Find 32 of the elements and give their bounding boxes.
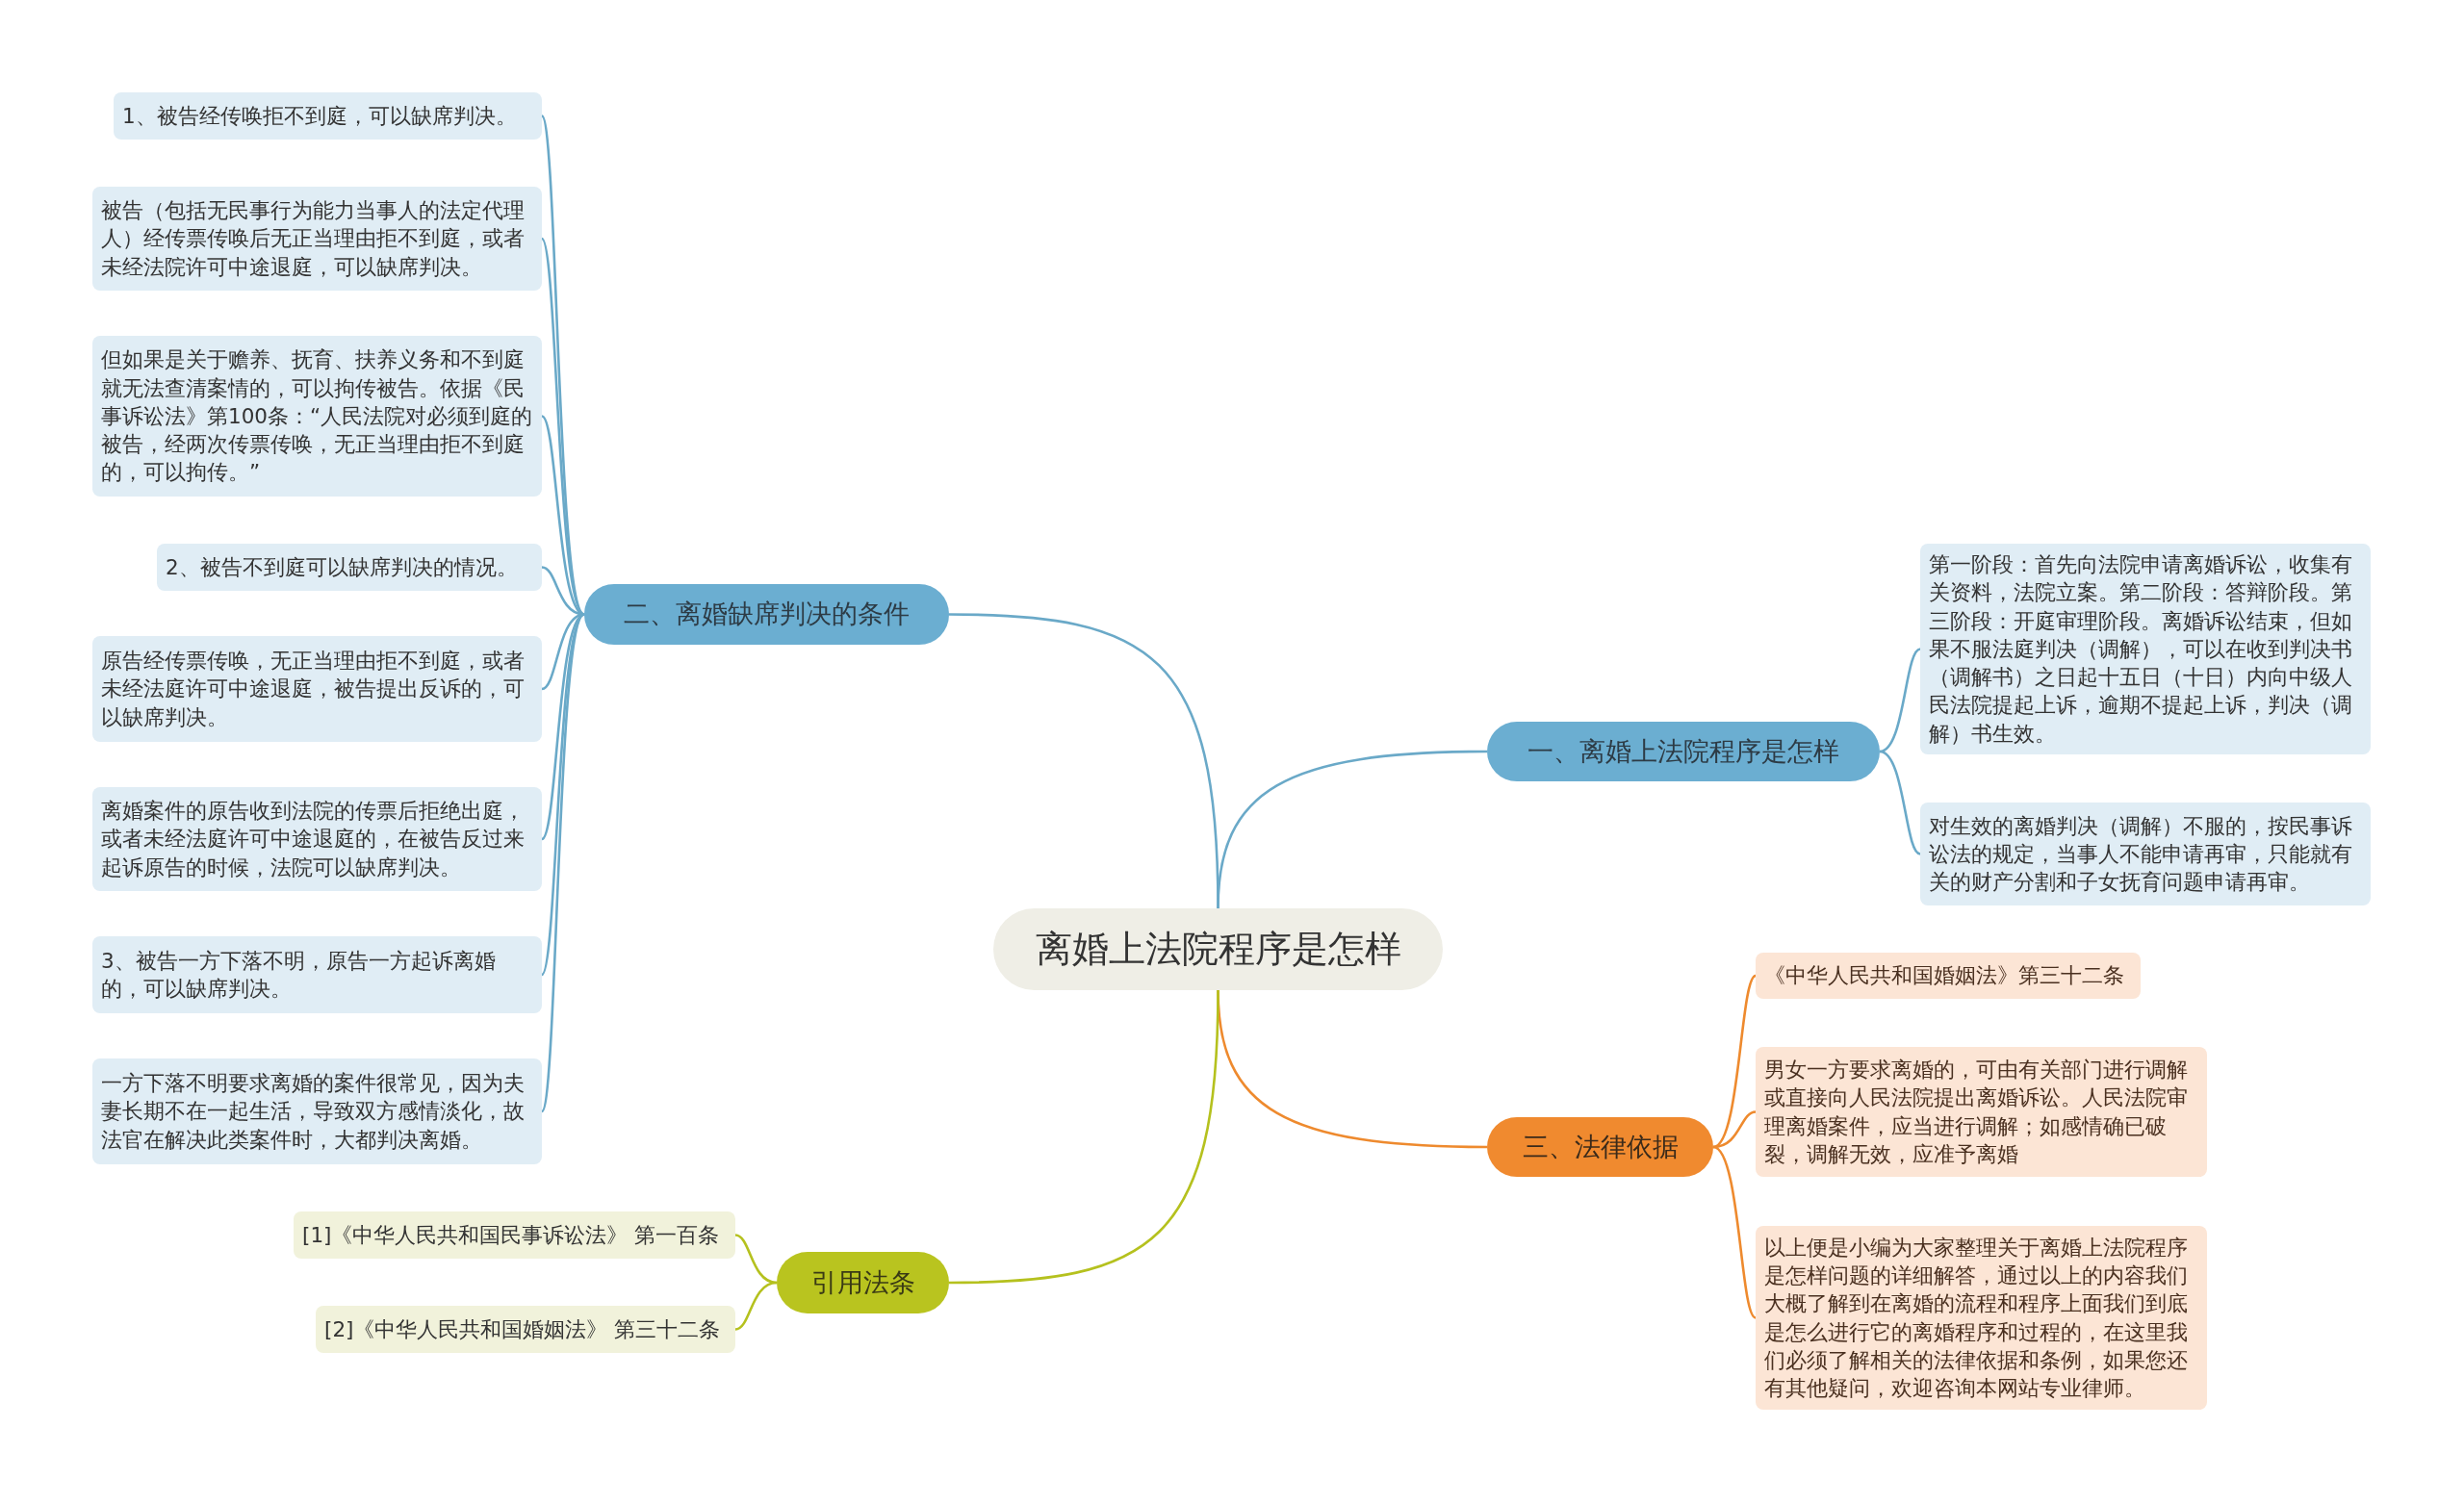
- topic-box: 二、离婚缺席判决的条件: [584, 584, 949, 645]
- note-box: 一方下落不明要求离婚的案件很常见，因为夫妻长期不在一起生活，导致双方感情淡化，故法官在解决此类案件时，大都判决离婚。: [92, 1058, 542, 1164]
- connector: [734, 1234, 778, 1285]
- connector: [540, 613, 585, 976]
- connector: [948, 613, 1219, 909]
- note-box: 男女一方要求离婚的，可由有关部门进行调解或直接向人民法院提出离婚诉讼。人民法院审理离婚案件，应当进行调解；如感情确已破裂，调解无效，应准予离婚: [1756, 1047, 2207, 1177]
- connector: [540, 115, 586, 616]
- note-box: 以上便是小编为大家整理关于离婚上法院程序是怎样问题的详细解答，通过以上的内容我们大概了解到在离婚的流程和程序上面我们到底是怎么进行它的离婚程序和过程的，在这里我们必须了解相关的法律依据和条例，如果您还有其他疑问，欢迎咨询本网站专业律师。: [1756, 1226, 2207, 1410]
- note-box: [2]《中华人民共和国婚姻法》 第三十二条: [316, 1306, 735, 1353]
- note-box: 原告经传票传唤，无正当理由拒不到庭，或者未经法庭许可中途退庭，被告提出反诉的，可以缺席判决。: [92, 636, 542, 742]
- topic-box: 三、法律依据: [1487, 1117, 1713, 1177]
- topic-box: 一、离婚上法院程序是怎样: [1487, 722, 1880, 781]
- note-box: [1]《中华人民共和国民事诉讼法》 第一百条: [294, 1211, 735, 1259]
- connector: [540, 613, 586, 1112]
- central-topic: 离婚上法院程序是怎样: [993, 908, 1443, 990]
- note-box: 2、被告不到庭可以缺席判决的情况。: [157, 544, 542, 591]
- note-box: 离婚案件的原告收到法院的传票后拒绝出庭，或者未经法庭许可中途退庭的，在被告反过来起诉原告的时候，法院可以缺席判决。: [92, 787, 542, 891]
- note-box: 被告（包括无民事行为能力当事人的法定代理人）经传票传唤后无正当理由拒不到庭，或者未经法院许可中途退庭，可以缺席判决。: [92, 187, 542, 291]
- connector: [948, 989, 1219, 1285]
- note-box: 对生效的离婚判决（调解）不服的，按民事诉讼法的规定，当事人不能申请再审，只能就有关的财产分割和子女抚育问题申请再审。: [1920, 803, 2371, 905]
- connector: [1712, 1145, 1757, 1319]
- note-box: 1、被告经传唤拒不到庭，可以缺席判决。: [114, 92, 542, 140]
- note-box: 3、被告一方下落不明，原告一方起诉离婚的，可以缺席判决。: [92, 936, 542, 1013]
- note-box: 但如果是关于赡养、抚育、扶养义务和不到庭就无法查清案情的，可以拘传被告。依据《民事诉讼法》第100条：“人民法院对必须到庭的被告，经两次传票传唤，无正当理由拒不到庭的，可以拘传。”: [92, 336, 542, 497]
- note-box: 《中华人民共和国婚姻法》第三十二条: [1756, 953, 2141, 999]
- connector: [1879, 750, 1921, 855]
- topic-box: 引用法条: [777, 1252, 949, 1313]
- connector: [1712, 1110, 1757, 1149]
- connector: [1879, 648, 1921, 753]
- note-box: 第一阶段：首先向法院申请离婚诉讼，收集有关资料，法院立案。第二阶段：答辩阶段。第三阶段：开庭审理阶段。离婚诉讼结束，但如果不服法庭判决（调解），可以在收到判决书（调解书）之日起十五日（十日）内向中级人民法院提起上诉，逾期不提起上诉，判决（调解）书生效。: [1920, 544, 2371, 754]
- connector: [734, 1281, 778, 1331]
- connector: [1712, 975, 1757, 1149]
